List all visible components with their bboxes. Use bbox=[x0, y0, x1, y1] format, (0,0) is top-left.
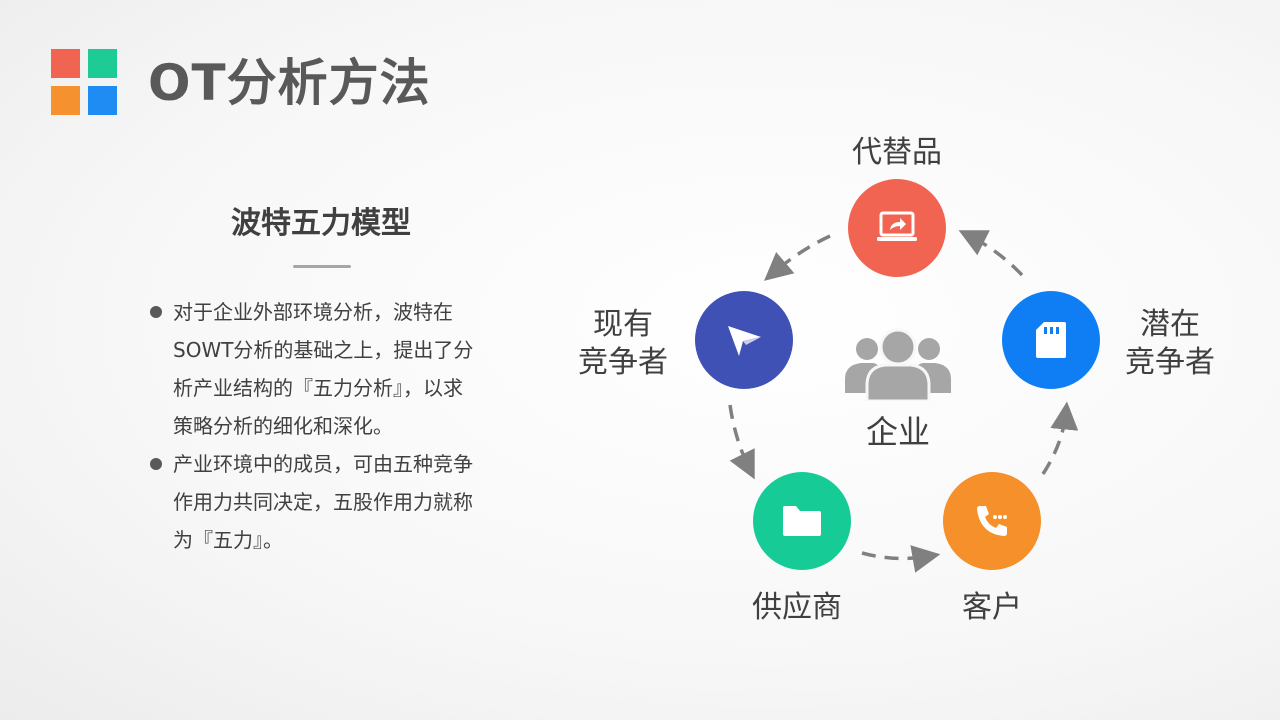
bullet-line: 作用力共同决定，五股作用力就称 bbox=[173, 490, 473, 514]
node-customers bbox=[943, 472, 1041, 570]
label-line: 竞争者 bbox=[1125, 345, 1215, 380]
arrow-substitutes-to-existing bbox=[764, 234, 831, 281]
folder-icon bbox=[783, 506, 821, 536]
label-existing-competitors: 现有 竞争者 bbox=[558, 306, 688, 382]
bullet-dot bbox=[150, 306, 162, 318]
label-potential-competitors: 潜在 竞争者 bbox=[1105, 306, 1235, 382]
label-company: 企业 bbox=[865, 413, 930, 451]
bullet-line: 产业环境中的成员，可由五种竞争 bbox=[173, 452, 473, 476]
section-title: 波特五力模型 bbox=[231, 206, 411, 241]
label-line: 代替品 bbox=[852, 135, 942, 170]
arrow-suppliers-to-customers bbox=[861, 545, 941, 573]
bullet-line: 对于企业外部环境分析，波特在 bbox=[173, 300, 453, 324]
bullet-item-2: 产业环境中的成员，可由五种竞争 作用力共同决定，五股作用力就称 为『五力』。 bbox=[150, 445, 495, 559]
arrow-existing-to-suppliers bbox=[728, 404, 755, 480]
label-customers: 客户 bbox=[922, 589, 1062, 627]
laptop-share-icon bbox=[877, 211, 917, 241]
label-line: 供应商 bbox=[752, 590, 842, 625]
bullet-list: 对于企业外部环境分析，波特在 SOWT分析的基础之上，提出了分 析产业结构的『五… bbox=[150, 293, 495, 559]
label-line: 潜在 bbox=[1140, 307, 1200, 342]
bullet-line: 为『五力』。 bbox=[173, 528, 283, 552]
arrow-potential-to-substitutes bbox=[958, 230, 1024, 277]
logo-square-orange bbox=[51, 86, 80, 115]
logo-square-red bbox=[51, 49, 80, 78]
paper-plane-icon bbox=[728, 326, 761, 356]
bullet-line: SOWT分析的基础之上，提出了分 bbox=[173, 338, 474, 362]
logo-square-blue bbox=[88, 86, 117, 115]
sd-card-icon bbox=[1036, 322, 1066, 358]
bullet-line: 析产业结构的『五力分析』，以求 bbox=[173, 376, 463, 400]
node-substitutes bbox=[848, 179, 946, 277]
node-potential-competitors bbox=[1002, 291, 1100, 389]
label-line: 现有 bbox=[593, 307, 653, 342]
node-suppliers bbox=[753, 472, 851, 570]
label-suppliers: 供应商 bbox=[727, 589, 867, 627]
logo-square-green bbox=[88, 49, 117, 78]
page-title: OT分析方法 bbox=[148, 54, 431, 112]
phone-call-icon bbox=[977, 506, 1007, 536]
logo-grid-icon bbox=[51, 49, 117, 115]
bullet-item-1: 对于企业外部环境分析，波特在 SOWT分析的基础之上，提出了分 析产业结构的『五… bbox=[150, 293, 495, 445]
label-substitutes: 代替品 bbox=[827, 134, 967, 172]
title-divider bbox=[293, 265, 351, 268]
arrow-customers-to-potential bbox=[1041, 401, 1079, 475]
bullet-dot bbox=[150, 458, 162, 470]
bullet-line: 策略分析的细化和深化。 bbox=[173, 414, 393, 438]
group-users-icon bbox=[845, 328, 951, 401]
label-line: 竞争者 bbox=[578, 345, 668, 380]
label-line: 客户 bbox=[962, 590, 1022, 625]
node-existing-competitors bbox=[695, 291, 793, 389]
